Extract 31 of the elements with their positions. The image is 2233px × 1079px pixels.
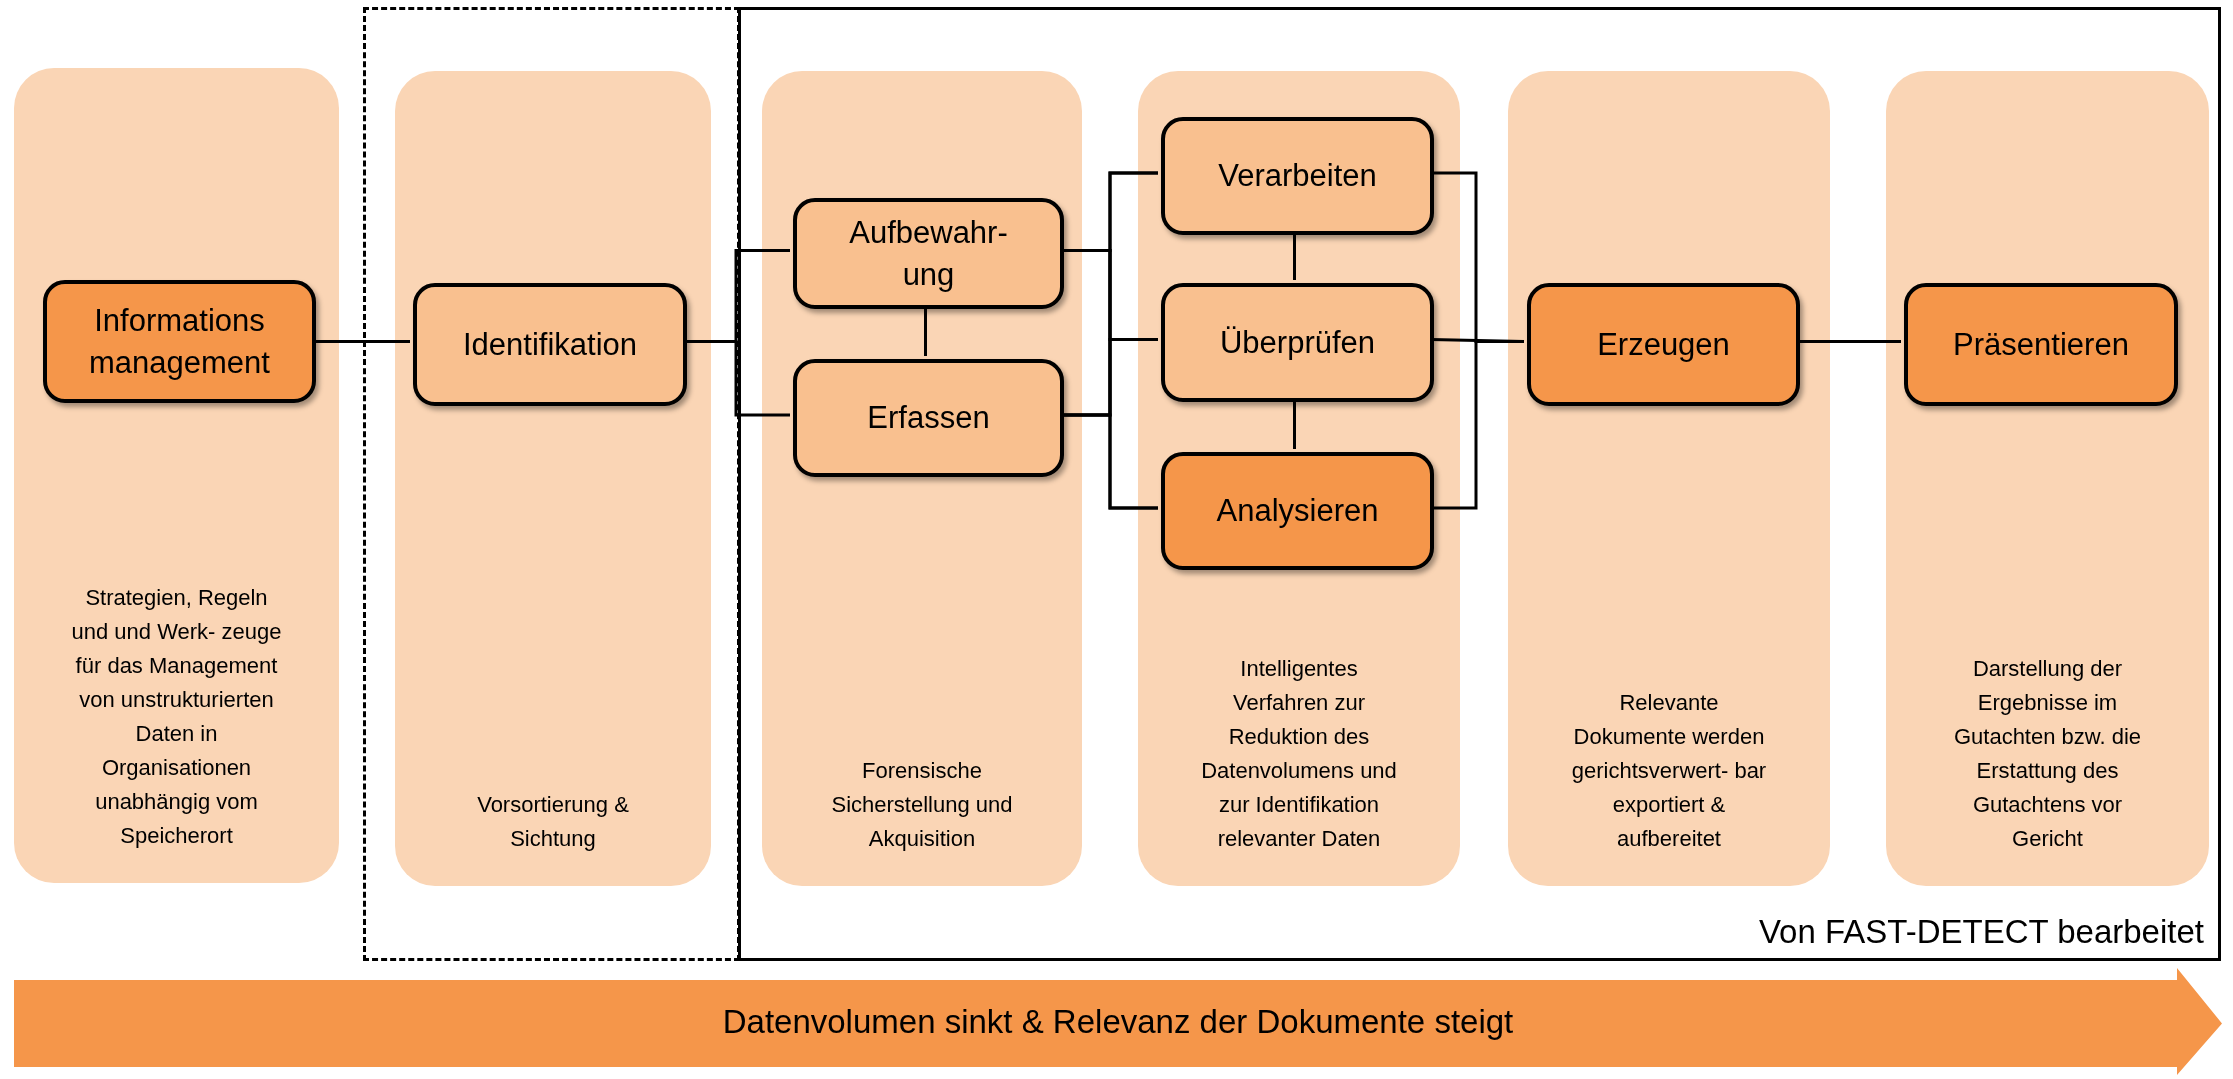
phase-description: Darstellung der Ergebnisse im Gutachten bzw. die Erstattung des Gutachtens vor Gericht [1952,655,2143,853]
phase-column [1138,71,1460,886]
phase-description: Relevante Dokumente werden gerichtsverwert- bar exportiert & aufbereitet [1570,689,1768,853]
phase-column [762,71,1082,886]
phase-description: Intelligentes Verfahren zur Reduktion des Datenvolumens und zur Identifikation relevanter Daten [1200,655,1398,853]
phase-column [1886,71,2209,886]
phase-column [1508,71,1830,886]
connector-line [1293,399,1296,449]
frame-label: Von FAST-DETECT bearbeitet [1758,912,2204,952]
connector-line [1797,340,1901,343]
connector-line [924,306,927,356]
process-box: Informations management [43,280,316,403]
process-box: Überprüfen [1161,283,1434,402]
phase-description: Vorsortierung & Sichtung [476,791,630,853]
connector-line [316,340,410,343]
phase-column [14,68,339,883]
process-box: Erzeugen [1527,283,1800,406]
phase-column [395,71,711,886]
frame-box [738,7,2221,961]
connector-line [1293,232,1296,280]
frame-box [363,7,740,961]
process-box: Verarbeiten [1161,117,1434,235]
arrow-label: Datenvolumen sinkt & Relevanz der Dokumente steigt [722,1001,1514,1042]
process-box: Identifikation [413,283,687,406]
process-box: Erfassen [793,359,1064,477]
phase-description: Forensische Sicherstellung und Akquisition [830,757,1014,853]
process-box: Aufbewahr- ung [793,198,1064,309]
process-box: Analysieren [1161,452,1434,570]
connector-line [1061,413,1158,510]
process-box: Präsentieren [1904,283,2178,406]
phase-description: Strategien, Regeln und und Werk- zeuge für das Management von unstrukturierten Daten in Organisationen unabhängig vom Speicherort [70,584,283,850]
